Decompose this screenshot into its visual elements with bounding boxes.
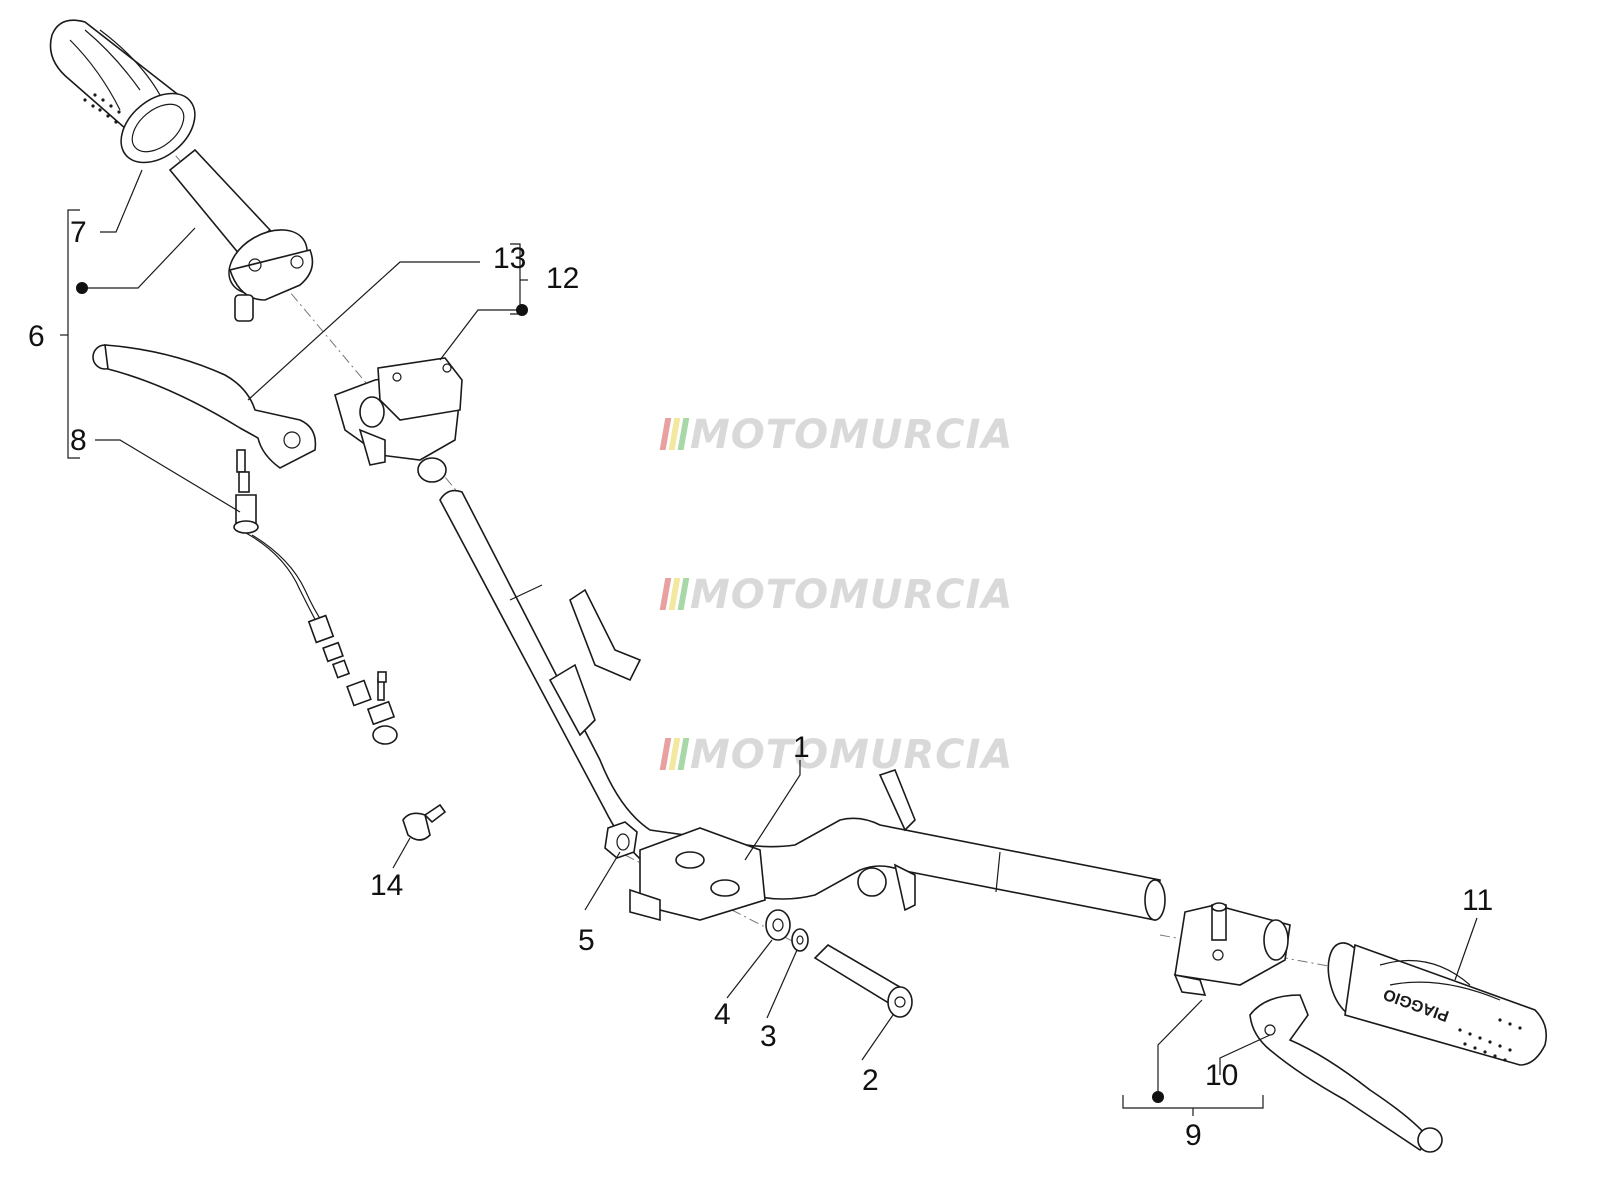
callout-13: 13 (493, 242, 526, 275)
callout-7: 7 (70, 216, 87, 249)
callout-2: 2 (862, 1064, 879, 1097)
callout-12: 12 (546, 262, 579, 295)
watermark-stripe (668, 418, 681, 450)
watermark-stripe (668, 578, 681, 610)
left-grip (49, 19, 196, 164)
callout-9: 9 (1185, 1119, 1202, 1152)
callout-4: 4 (714, 998, 731, 1031)
callout-11: 11 (1462, 884, 1493, 917)
callout-10: 10 (1205, 1059, 1238, 1092)
cable-clip (402, 803, 447, 841)
watermark-text: MOTOMURCIA (690, 732, 1013, 778)
watermark-stripe (677, 418, 690, 450)
bolt (813, 943, 913, 1018)
watermark-stripe (659, 418, 672, 450)
callout-3: 3 (760, 1020, 777, 1053)
throttle-tube (168, 148, 314, 322)
group-dot-6 (76, 282, 88, 294)
watermark-stripe (677, 738, 690, 770)
nut (604, 821, 638, 859)
group-dot-9 (1152, 1091, 1164, 1103)
watermark-2: MOTOMURCIA (659, 572, 1013, 618)
watermark-stripe (668, 738, 681, 770)
watermark-stripe (659, 738, 672, 770)
callout-1: 1 (793, 731, 810, 764)
switch-cable (233, 449, 398, 745)
assembly-axis-right (1159, 934, 1351, 971)
callout-6: 6 (28, 320, 45, 353)
watermark-3: MOTOMURCIA (659, 732, 1013, 778)
left-brake-lever (92, 344, 317, 469)
right-grip: PIAGGIO (1327, 942, 1548, 1066)
callout-8: 8 (70, 424, 87, 457)
watermark-text: MOTOMURCIA (690, 572, 1013, 618)
right-brake-lever (1249, 994, 1443, 1153)
watermark-1: MOTOMURCIA (659, 412, 1013, 458)
watermark-text: MOTOMURCIA (690, 412, 1013, 458)
right-lever-bracket (1173, 902, 1291, 996)
watermark-stripe (677, 578, 690, 610)
handlebar (439, 489, 1166, 922)
callout-14: 14 (370, 869, 403, 902)
watermark-stripe (659, 578, 672, 610)
washer-large (765, 909, 791, 941)
washer-small (791, 928, 809, 952)
group-dot-12 (516, 304, 528, 316)
leader-lines (60, 169, 1478, 1116)
callout-5: 5 (578, 924, 595, 957)
master-cylinder (334, 357, 463, 483)
